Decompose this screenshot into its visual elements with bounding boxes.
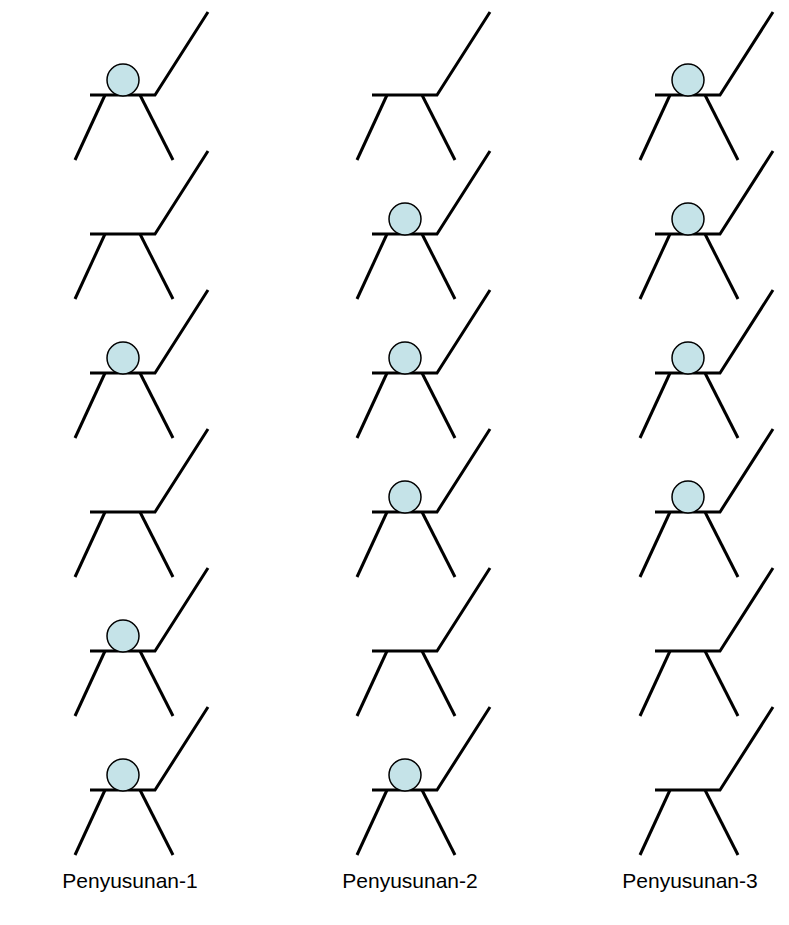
chair-leg [140,651,173,716]
chair-leg [357,512,387,577]
chair-leg [75,651,105,716]
chair-seat [372,568,490,651]
person-circle [672,342,704,374]
chair-seat [90,568,208,651]
person-circle [107,342,139,374]
chair-seat [90,151,208,234]
chair-leg [75,373,105,438]
chair-leg [422,95,455,160]
chair-leg [640,790,670,855]
chair-leg [357,651,387,716]
person-circle [107,759,139,791]
person-circle [107,620,139,652]
chair-leg [705,512,738,577]
chair-leg [75,512,105,577]
person-circle [672,481,704,513]
chair-leg [357,95,387,160]
person-circle [672,64,704,96]
person-circle [389,203,421,235]
arrangement-label: Penyusunan-2 [342,868,477,893]
chair [357,568,490,716]
person-circle [389,342,421,374]
chair [357,151,490,299]
chair-leg [705,95,738,160]
chair-leg [75,95,105,160]
chair [640,568,773,716]
chair-leg [422,790,455,855]
chair-seat [372,429,490,512]
chair-seat [372,151,490,234]
chair [640,707,773,855]
chair [357,290,490,438]
person-circle [672,203,704,235]
chair-leg [705,651,738,716]
chair-seat [372,290,490,373]
chair-leg [705,790,738,855]
chair-leg [140,373,173,438]
chair-leg [705,234,738,299]
chair-leg [140,790,173,855]
chair [357,707,490,855]
chair-leg [640,234,670,299]
chair-leg [640,95,670,160]
chair-leg [640,512,670,577]
chair-leg [422,373,455,438]
chair-leg [357,234,387,299]
chair-leg [140,234,173,299]
chair [75,151,208,299]
chair [357,429,490,577]
chair [357,12,490,160]
chair-seat [655,151,773,234]
person-circle [389,759,421,791]
chair [640,429,773,577]
chair [75,290,208,438]
chair [640,151,773,299]
chair-seat [372,707,490,790]
chair-leg [705,373,738,438]
person-circle [107,64,139,96]
chair-leg [640,651,670,716]
chair [640,290,773,438]
chair-leg [140,95,173,160]
arrangement-label: Penyusunan-1 [62,868,197,893]
chair [75,12,208,160]
chair-seat [90,429,208,512]
chair-seat [655,707,773,790]
chair [75,707,208,855]
chair-seat [655,12,773,95]
person-circle [389,481,421,513]
chair-leg [422,512,455,577]
chair-seat [655,290,773,373]
chair [75,568,208,716]
chair-leg [75,790,105,855]
chair-leg [75,234,105,299]
chair-seat [90,290,208,373]
chair-seat [655,429,773,512]
chair-seat [655,568,773,651]
chair-seat [90,707,208,790]
chair-seat [90,12,208,95]
arrangement-label: Penyusunan-3 [622,868,757,893]
chair-leg [357,373,387,438]
chair-seat [372,12,490,95]
chair [75,429,208,577]
chair-leg [422,651,455,716]
chair-leg [140,512,173,577]
chair-leg [640,373,670,438]
chair-leg [357,790,387,855]
chair [640,12,773,160]
chair-leg [422,234,455,299]
